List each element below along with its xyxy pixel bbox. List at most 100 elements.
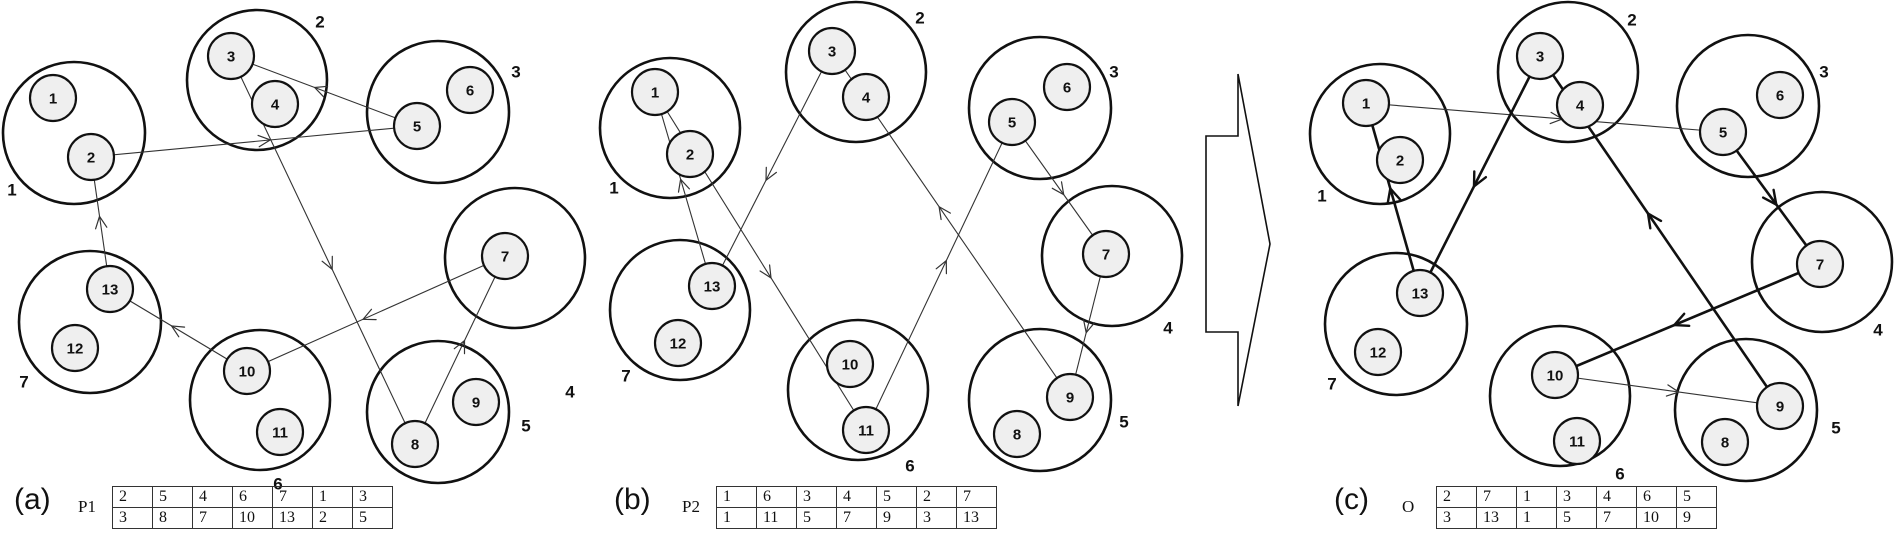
cluster-label-2: 2: [915, 9, 924, 28]
node-6: [445, 65, 495, 115]
node-4: [1555, 80, 1605, 130]
node-label-1: 1: [1362, 96, 1370, 113]
node-11: [1552, 416, 1602, 466]
node-label-10: 10: [1547, 368, 1564, 385]
node-7: [1081, 229, 1131, 279]
edge-8-to-7-arrow-icon: [453, 339, 466, 355]
node-6: [1042, 62, 1092, 112]
table-cell: 5: [876, 486, 917, 508]
table-cell: 10: [1636, 507, 1677, 529]
node-4: [841, 72, 891, 122]
node-11: [841, 405, 891, 455]
edge-7-to-10: [246, 255, 506, 372]
cluster-label-4: 4: [1873, 321, 1883, 340]
panel-a-label: (a): [14, 483, 51, 516]
panel-b-label: (b): [614, 483, 651, 516]
table-cell: 2: [112, 486, 153, 508]
table-cell: 2: [916, 486, 957, 508]
edge-7-to-9-arrow-icon: [1083, 319, 1096, 334]
node-label-4: 4: [862, 90, 871, 107]
transform-arrow-icon: [1205, 73, 1271, 407]
table-cell: 5: [796, 507, 837, 529]
edge-3-to-13: [711, 50, 833, 287]
edge-1-to-5: [1365, 102, 1724, 133]
cluster-label-2: 2: [1627, 11, 1636, 30]
table-cell: 6: [232, 486, 273, 508]
edge-5-to-7-arrow-icon: [1051, 181, 1065, 196]
table-cell: 3: [1556, 486, 1597, 508]
table-cell: 2: [1436, 486, 1477, 508]
node-label-3: 3: [227, 49, 235, 66]
panel-a-edges: [90, 55, 506, 445]
node-label-5: 5: [413, 119, 421, 136]
cluster-1: [1, 60, 147, 206]
table-cell: 1: [716, 486, 757, 508]
edge-7-to-10-arrow-icon: [361, 308, 377, 321]
node-label-1: 1: [651, 85, 659, 102]
cluster-2: [1496, 0, 1640, 144]
cluster-label-7: 7: [621, 367, 630, 386]
edge-11-to-5: [865, 121, 1013, 431]
panel-b-table-name: P2: [682, 497, 700, 516]
node-4: [250, 79, 300, 129]
panel-c-table-name: O: [1402, 497, 1415, 516]
node-9: [1045, 372, 1095, 422]
node-label-3: 3: [1536, 49, 1544, 66]
table-cell: 13: [272, 507, 313, 529]
node-label-8: 8: [1721, 435, 1729, 452]
node-6: [1755, 70, 1805, 120]
node-2: [665, 129, 715, 179]
node-3: [206, 31, 256, 81]
table-cell: 7: [192, 507, 233, 529]
node-12: [1353, 327, 1403, 377]
edge-5-to-3: [230, 55, 418, 127]
table-cell: 3: [796, 486, 837, 508]
table-cell: 5: [1676, 486, 1717, 508]
cluster-1: [598, 56, 742, 200]
node-label-11: 11: [858, 423, 874, 440]
node-label-4: 4: [271, 97, 280, 114]
edge-5-to-7-arrow-icon: [1761, 188, 1778, 207]
node-label-13: 13: [704, 279, 721, 296]
node-label-8: 8: [411, 437, 419, 454]
node-10: [825, 339, 875, 389]
node-8: [1700, 417, 1750, 467]
node-label-9: 9: [1776, 399, 1784, 416]
node-label-8: 8: [1013, 427, 1021, 444]
cluster-6: [188, 328, 332, 472]
cluster-label-3: 3: [511, 63, 520, 82]
node-2: [66, 132, 116, 182]
table-cell: 3: [112, 507, 153, 529]
table-cell: 1: [312, 486, 353, 508]
cluster-label-5: 5: [521, 417, 530, 436]
table-cell: 7: [1476, 486, 1517, 508]
cluster-2: [185, 8, 329, 152]
table-cell: 5: [352, 507, 393, 529]
edge-7-to-10-arrow-icon: [1671, 312, 1691, 327]
node-8: [992, 409, 1042, 459]
cluster-7: [17, 249, 163, 395]
node-12: [653, 318, 703, 368]
table-cell: 13: [956, 507, 997, 529]
node-label-12: 12: [67, 341, 84, 358]
edge-13-to-1-arrow-icon: [677, 177, 690, 193]
node-label-1: 1: [49, 91, 57, 108]
cluster-7: [608, 238, 752, 382]
cluster-label-1: 1: [7, 181, 16, 200]
node-1: [630, 67, 680, 117]
node-label-3: 3: [828, 44, 836, 61]
cluster-4: [443, 186, 587, 330]
edge-13-to-2-arrow-icon: [95, 215, 108, 230]
node-8: [390, 419, 440, 469]
node-label-2: 2: [87, 150, 95, 167]
table-cell: 7: [272, 486, 313, 508]
cluster-3: [365, 39, 511, 185]
